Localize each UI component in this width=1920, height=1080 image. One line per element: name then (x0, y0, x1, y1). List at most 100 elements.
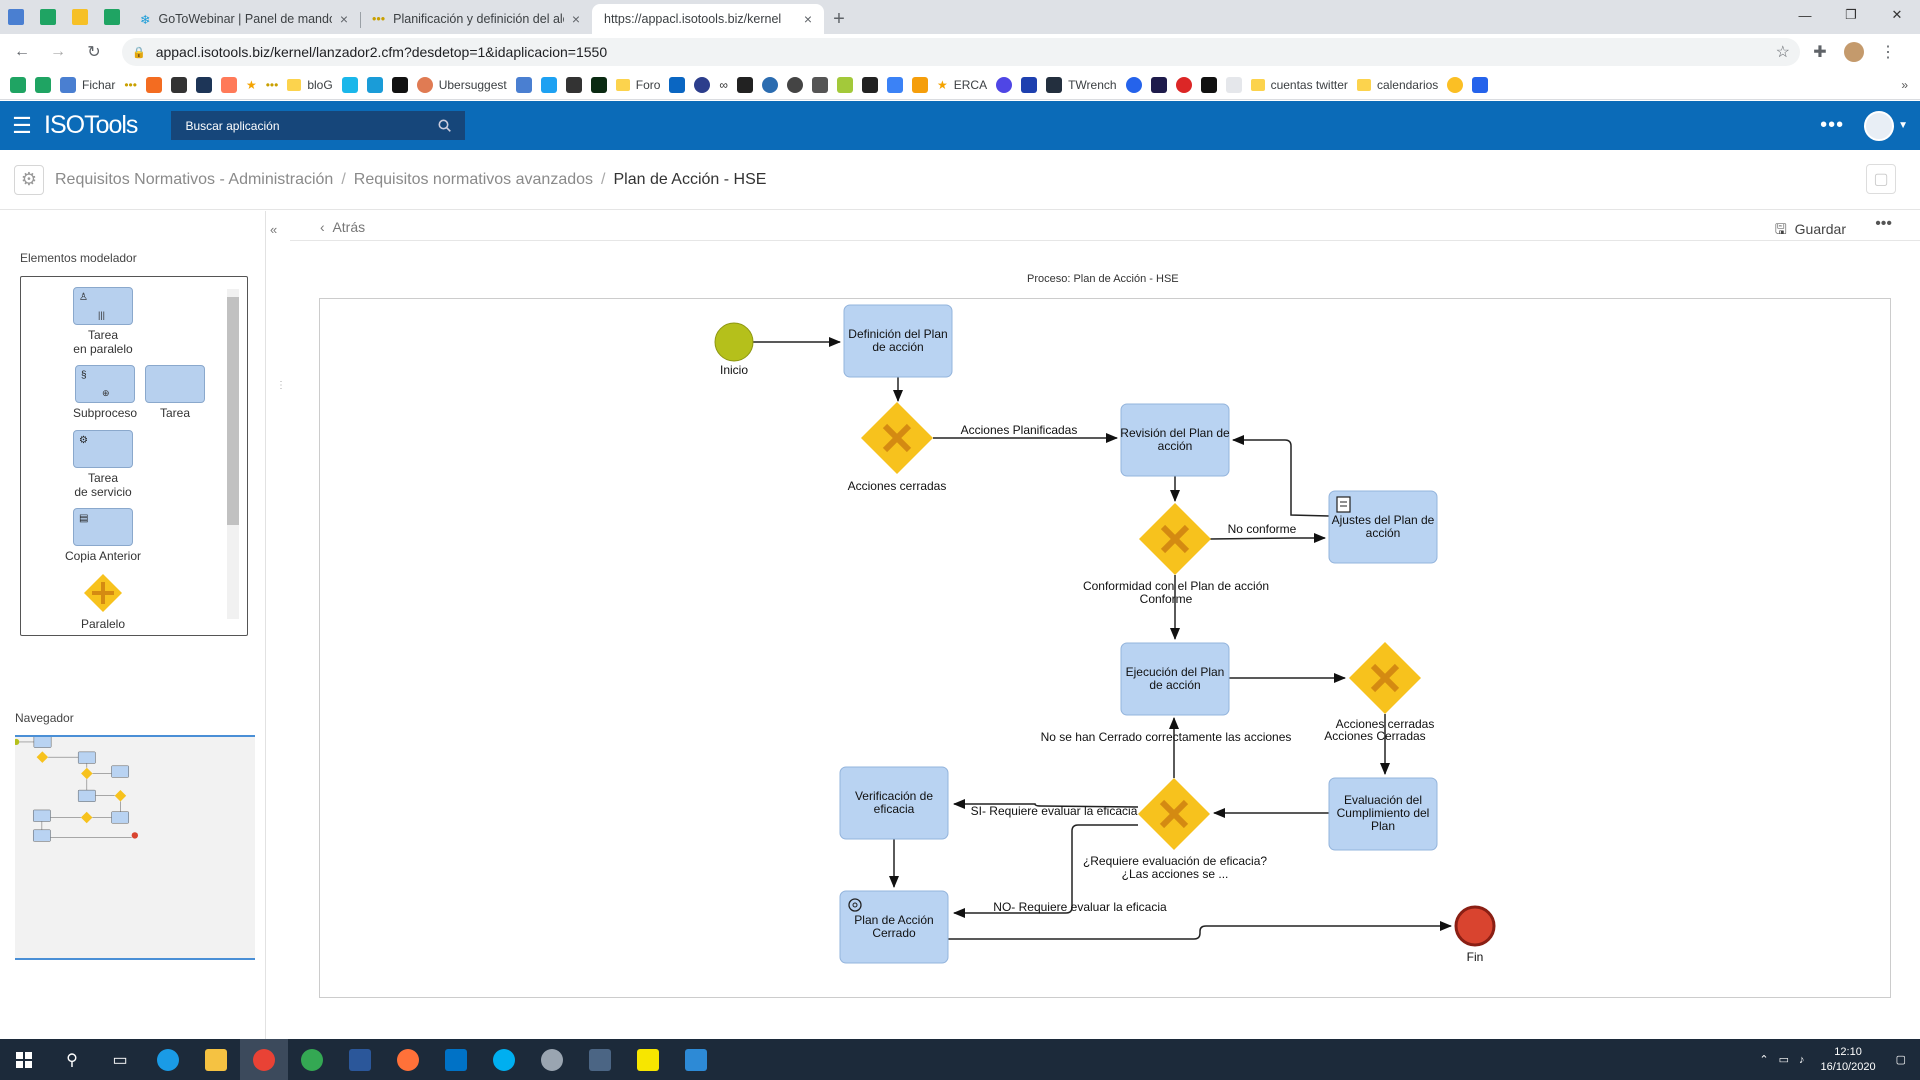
vimeo-icon[interactable] (341, 76, 358, 93)
app-search-input[interactable]: Buscar aplicación (171, 111, 466, 140)
bookmark-icon[interactable] (836, 76, 853, 93)
collapse-panel-icon[interactable]: « (270, 222, 278, 237)
diagram-navigator-minimap[interactable] (15, 735, 255, 960)
hamburger-menu-icon[interactable]: ☰ (12, 112, 32, 138)
gateway-requiere-eficacia[interactable] (1138, 778, 1210, 850)
palette-task[interactable]: Tarea (145, 365, 205, 420)
breadcrumb-item-1[interactable]: Requisitos Normativos - Administración (55, 170, 334, 188)
twitter-icon[interactable] (540, 76, 557, 93)
more-options-icon[interactable]: ••• (1875, 215, 1892, 232)
bookmark-icon[interactable] (1125, 76, 1142, 93)
app-logo[interactable]: ISOTools (44, 111, 138, 139)
bookmark-blog[interactable]: bloG (287, 78, 333, 92)
word-icon[interactable] (336, 1039, 384, 1080)
flow-cerrado-fin[interactable] (948, 921, 1452, 940)
chevron-down-icon[interactable]: ▼ (1898, 120, 1908, 131)
task-view-icon[interactable]: ▭ (112, 1051, 128, 1069)
document-icon[interactable]: ▢ (1866, 164, 1896, 194)
gateway-acciones-cerradas[interactable] (861, 402, 933, 474)
app-icon-2[interactable] (576, 1039, 624, 1080)
chrome-active-icon[interactable] (240, 1039, 288, 1080)
pinned-tab-sheets-2[interactable] (98, 3, 126, 31)
flow-ajustes-revision[interactable] (1232, 435, 1330, 517)
bookmark-fichar[interactable]: Fichar (60, 76, 115, 93)
close-icon[interactable]: × (803, 11, 812, 27)
infinity-icon[interactable]: ∞ (719, 77, 728, 92)
task-ejecucion[interactable]: Ejecución del Plan de acción (1120, 642, 1230, 716)
bookmark-icon[interactable] (515, 76, 532, 93)
snowflake-icon[interactable] (366, 76, 383, 93)
forward-arrow-icon[interactable]: → (50, 43, 66, 60)
bookmark-icon[interactable] (694, 76, 711, 93)
edge-icon[interactable] (144, 1039, 192, 1080)
new-tab-button[interactable]: + (833, 7, 845, 30)
bookmark-icon[interactable] (886, 76, 903, 93)
palette-copy-previous[interactable]: ▤ Copia Anterior (61, 508, 145, 563)
flow-no-eficacia[interactable] (953, 824, 1138, 918)
file-explorer-icon[interactable] (192, 1039, 240, 1080)
bookmark-icon[interactable] (786, 76, 803, 93)
restore-icon[interactable]: ❐ (1845, 7, 1857, 22)
back-arrow-icon[interactable]: ← (14, 43, 30, 60)
task-ajustes[interactable]: Ajustes del Plan de acción (1328, 490, 1438, 564)
menu-kebab-icon[interactable]: ⋮ (1880, 44, 1896, 61)
search-icon[interactable]: ⚲ (66, 1051, 78, 1069)
notifications-icon[interactable]: ▢ (1895, 1054, 1906, 1066)
taskbar-clock[interactable]: 12:10 16/10/2020 (1820, 1045, 1876, 1073)
emoji-icon[interactable] (1447, 76, 1464, 93)
gateway-conformidad[interactable] (1139, 503, 1211, 575)
more-options-icon[interactable]: ••• (1820, 114, 1845, 136)
chevron-up-icon[interactable]: ⌃ (1759, 1054, 1769, 1066)
bookmark-icon[interactable] (565, 76, 582, 93)
flow-no-conforme[interactable] (1209, 533, 1326, 543)
volume-icon[interactable]: ♪ (1799, 1053, 1805, 1066)
star-icon[interactable]: ★ (245, 77, 257, 92)
linkedin-icon[interactable] (669, 76, 686, 93)
bookmark-ubersuggest[interactable]: Ubersuggest (416, 76, 507, 93)
palette-subprocess[interactable]: §⊕ Subproceso (73, 365, 137, 420)
bookmark-twrench[interactable]: TWrench (1046, 76, 1117, 93)
bookmark-icon[interactable] (811, 76, 828, 93)
close-window-icon[interactable]: ✕ (1891, 7, 1903, 22)
tab-isotools[interactable]: https://appacl.isotools.biz/kernel × (592, 4, 824, 34)
flow-si-eficacia[interactable] (953, 799, 1139, 809)
pinned-tab-sheets[interactable] (34, 3, 62, 31)
minimize-icon[interactable]: — (1798, 7, 1812, 23)
photos-icon[interactable] (672, 1039, 720, 1080)
url-input[interactable]: 🔒 appacl.isotools.biz/kernel/lanzador2.c… (122, 38, 1800, 66)
bookmark-icon[interactable] (996, 76, 1013, 93)
network-icon[interactable]: ▭ (1778, 1054, 1790, 1066)
app-icon[interactable] (528, 1039, 576, 1080)
pinned-tab-calendar[interactable] (2, 3, 30, 31)
search-icon[interactable] (438, 119, 452, 132)
bookmark-icon[interactable] (1021, 76, 1038, 93)
bookmark-icon[interactable] (1200, 76, 1217, 93)
bookmark-icon[interactable] (195, 76, 212, 93)
bookmark-icon[interactable] (761, 76, 778, 93)
bookmark-icon[interactable] (736, 76, 753, 93)
bookmark-icon[interactable] (1225, 76, 1242, 93)
bookmark-foro[interactable]: Foro (615, 78, 660, 92)
sheets-icon[interactable] (35, 76, 51, 93)
task-evaluacion[interactable]: Evaluación del Cumplimiento del Plan (1328, 777, 1438, 851)
more-bookmarks-icon[interactable]: » (1901, 77, 1908, 92)
profile-avatar[interactable] (1840, 38, 1868, 66)
dots-icon[interactable]: ••• (124, 77, 137, 92)
extensions-icon[interactable]: ✚ (1813, 44, 1827, 61)
tab-planificacion[interactable]: ••• Planificación y definición del alca … (360, 4, 592, 34)
bookmark-calendarios[interactable]: calendarios (1356, 78, 1438, 92)
bookmark-icon[interactable] (1472, 76, 1489, 93)
scrollbar-thumb[interactable] (227, 297, 239, 525)
windows-start-icon[interactable] (0, 1039, 48, 1080)
save-button[interactable]: 🖫 Guardar (1774, 221, 1846, 237)
bookmark-cuentas-twitter[interactable]: cuentas twitter (1250, 78, 1348, 92)
bookmark-icon[interactable] (1150, 76, 1167, 93)
end-event[interactable] (1454, 905, 1496, 947)
reload-icon[interactable]: ↻ (87, 44, 101, 61)
breadcrumb-item-2[interactable]: Requisitos normativos avanzados (353, 170, 594, 188)
bookmark-icon[interactable] (391, 76, 408, 93)
dots-icon[interactable]: ••• (265, 77, 279, 92)
resize-handle-icon[interactable]: ⋮ (276, 380, 286, 391)
hubspot-icon[interactable] (220, 76, 237, 93)
